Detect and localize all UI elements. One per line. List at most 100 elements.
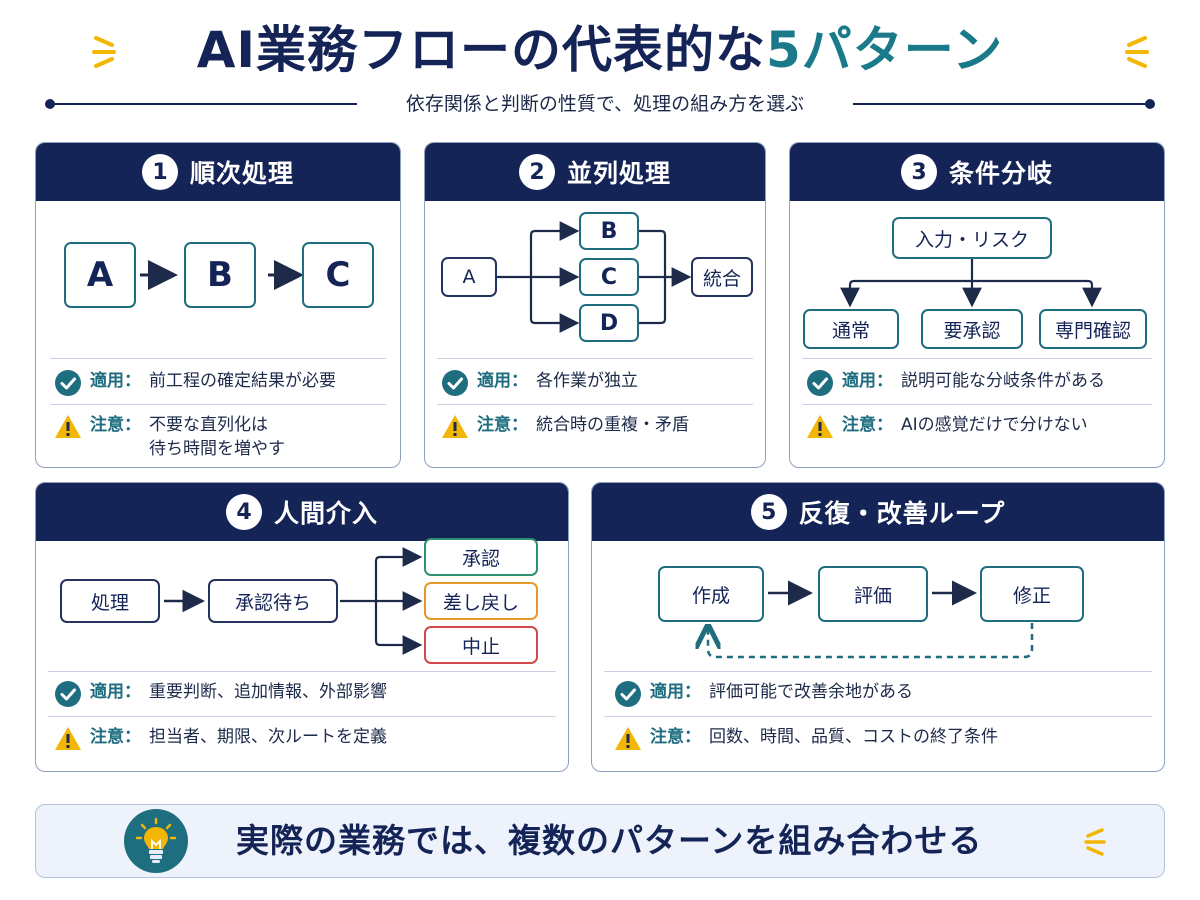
card-header: 4 人間介入	[36, 483, 568, 541]
card-header: 2 並列処理	[425, 143, 765, 201]
caution-text: 統合時の重複・矛盾	[536, 415, 689, 435]
warning-icon	[807, 415, 833, 438]
apply-text: 説明可能な分岐条件がある	[901, 371, 1105, 391]
flow-node-b: B	[184, 242, 256, 308]
card-sequential: 1 順次処理 A B C 適用： 前工程の確定結果が必要 注意： 不要な直列化は…	[35, 142, 401, 468]
flow-node-approve: 承認	[424, 538, 538, 576]
flow-node-expert-check: 専門確認	[1039, 309, 1147, 349]
caution-row: 注意： 回数、時間、品質、コストの終了条件	[614, 725, 998, 753]
divider	[604, 716, 1152, 717]
warning-icon	[55, 415, 81, 438]
card-conditional: 3 条件分岐 入力・リスク 通常 要承認 専門確認 適用： 説明可能な分岐条件が…	[789, 142, 1165, 468]
caution-label: 注意：	[842, 415, 893, 435]
subtitle-row: 依存関係と判断の性質で、処理の組み方を選ぶ	[45, 92, 1155, 116]
caution-row: 注意： 不要な直列化は 待ち時間を増やす	[54, 413, 285, 461]
flow-node-a: A	[64, 242, 136, 308]
card-title: 人間介入	[273, 499, 378, 528]
check-circle-icon	[807, 370, 833, 396]
caution-label: 注意：	[650, 727, 701, 747]
flow-node-normal: 通常	[803, 309, 899, 349]
apply-label: 適用：	[90, 371, 141, 391]
flow-node-merge: 統合	[691, 257, 753, 297]
card-title: 反復・改善ループ	[798, 499, 1006, 528]
divider	[604, 671, 1152, 672]
card-number: 2	[518, 154, 555, 190]
header: AI業務フローの代表的な5パターン	[0, 10, 1200, 90]
apply-label: 適用：	[842, 371, 893, 391]
card-number: 5	[750, 494, 787, 530]
apply-label: 適用：	[90, 682, 141, 702]
caution-row: 注意： AIの感覚だけで分けない	[806, 413, 1088, 441]
apply-row: 適用： 評価可能で改善余地がある	[614, 680, 913, 708]
page-subtitle: 依存関係と判断の性質で、処理の組み方を選ぶ	[405, 93, 805, 115]
footer-message: 実際の業務では、複数のパターンを組み合わせる	[236, 821, 983, 860]
caution-label: 注意：	[90, 415, 141, 435]
caution-text: 回数、時間、品質、コストの終了条件	[709, 727, 998, 747]
card-header: 1 順次処理	[36, 143, 400, 201]
check-circle-icon	[55, 681, 81, 707]
caution-row: 注意： 統合時の重複・矛盾	[441, 413, 689, 441]
sparkle-icon	[1125, 36, 1149, 68]
warning-icon	[615, 727, 641, 750]
sparkle-icon	[92, 36, 116, 68]
warning-icon	[442, 415, 468, 438]
check-circle-icon	[55, 370, 81, 396]
card-title: 順次処理	[189, 159, 294, 188]
divider	[50, 358, 386, 359]
sparkle-icon	[1084, 828, 1106, 856]
flow-node-create: 作成	[658, 566, 764, 622]
card-header: 3 条件分岐	[790, 143, 1164, 201]
card-title: 条件分岐	[948, 159, 1053, 188]
flow-arrows	[592, 580, 1034, 659]
lightbulb-icon	[124, 809, 188, 873]
flow-node-needs-approval: 要承認	[921, 309, 1023, 349]
card-parallel: 2 並列処理 A B C D 統合 適用： 各作業が独立 注意： 統合時の重複・…	[424, 142, 766, 468]
caution-label: 注意：	[477, 415, 528, 435]
flow-node-d: D	[579, 304, 639, 342]
flow-node-process: 処理	[60, 579, 160, 623]
apply-row: 適用： 説明可能な分岐条件がある	[806, 369, 1105, 397]
flow-node-revise: 修正	[980, 566, 1084, 622]
divider	[802, 404, 1152, 405]
apply-row: 適用： 前工程の確定結果が必要	[54, 369, 336, 397]
title-accent: 5パターン	[766, 21, 1004, 79]
divider	[437, 358, 753, 359]
divider	[437, 404, 753, 405]
flow-node-evaluate: 評価	[818, 566, 928, 622]
apply-text: 評価可能で改善余地がある	[709, 682, 913, 702]
apply-label: 適用：	[650, 682, 701, 702]
flow-arrows	[497, 221, 692, 333]
card-iteration-loop: 5 反復・改善ループ 作成 評価 修正 適用： 評価可能で改善余地がある 注意：…	[591, 482, 1165, 772]
caution-row: 注意： 担当者、期限、次ルートを定義	[54, 725, 387, 753]
card-header: 5 反復・改善ループ	[592, 483, 1164, 541]
divider-line	[49, 103, 357, 105]
caution-text: 担当者、期限、次ルートを定義	[149, 727, 387, 747]
apply-label: 適用：	[477, 371, 528, 391]
card-human-intervention: 4 人間介入 処理 承認待ち 承認 差し戻し 中止 適用： 重要判断、追加情報、…	[35, 482, 569, 772]
flow-node-send-back: 差し戻し	[424, 582, 538, 620]
apply-row: 適用： 重要判断、追加情報、外部影響	[54, 680, 387, 708]
check-circle-icon	[615, 681, 641, 707]
divider	[48, 716, 556, 717]
flow-node-input-risk: 入力・リスク	[892, 217, 1052, 259]
flow-node-b: B	[579, 212, 639, 250]
divider	[48, 671, 556, 672]
flow-node-stop: 中止	[424, 626, 538, 664]
divider	[802, 358, 1152, 359]
flow-node-a: A	[441, 257, 497, 297]
check-circle-icon	[442, 370, 468, 396]
divider-dot	[1145, 99, 1155, 109]
apply-text: 重要判断、追加情報、外部影響	[149, 682, 387, 702]
caution-label: 注意：	[90, 727, 141, 747]
footer-banner: 実際の業務では、複数のパターンを組み合わせる	[35, 804, 1165, 878]
flow-arrows	[164, 547, 423, 655]
card-number: 4	[225, 494, 262, 530]
apply-text: 前工程の確定結果が必要	[149, 371, 336, 391]
caution-text: AIの感覚だけで分けない	[901, 415, 1088, 435]
caution-text: 不要な直列化は 待ち時間を増やす	[149, 415, 285, 459]
apply-row: 適用： 各作業が独立	[441, 369, 638, 397]
flow-arrows	[840, 259, 1102, 308]
card-number: 3	[900, 154, 937, 190]
page-title: AI業務フローの代表的な5パターン	[196, 21, 1004, 79]
flow-arrows	[140, 260, 304, 290]
